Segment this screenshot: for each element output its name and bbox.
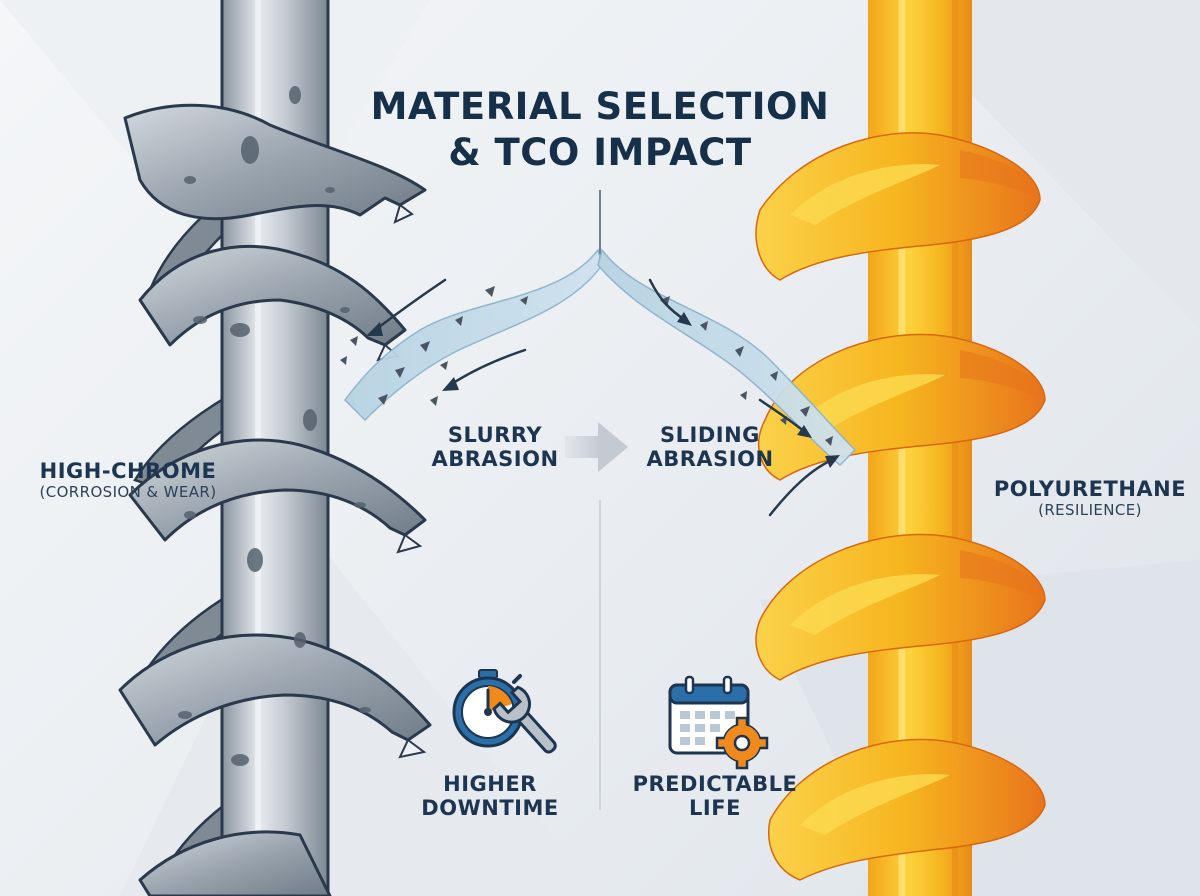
higher-downtime-line-1: HIGHER — [443, 772, 537, 796]
stopwatch-wrench-icon — [452, 669, 557, 754]
slurry-streams — [340, 248, 857, 517]
slurry-abrasion-line-2: ABRASION — [431, 446, 559, 471]
title-line-2: & TCO IMPACT — [448, 130, 752, 174]
slurry-abrasion-label: SLURRY ABRASION — [425, 423, 565, 471]
right-material-label: POLYURETHANE (RESILIENCE) — [990, 477, 1190, 519]
predictable-life-line-1: PREDICTABLE — [632, 772, 798, 796]
left-material-name: HIGH-CHROME — [39, 459, 217, 483]
slurry-stream-left — [344, 248, 603, 422]
calendar-gear-icon — [668, 675, 769, 770]
predictable-life-line-2: LIFE — [689, 795, 741, 820]
sliding-abrasion-line-2: ABRASION — [646, 446, 774, 471]
sliding-abrasion-line-1: SLIDING — [660, 423, 760, 447]
transition-arrow — [565, 422, 628, 472]
left-material-property: (CORROSION & WEAR) — [39, 482, 217, 501]
high-chrome-auger — [118, 0, 432, 896]
corrosion-pits — [178, 86, 371, 766]
slurry-stream-right — [597, 248, 857, 467]
sliding-abrasion-label: SLIDING ABRASION — [640, 423, 780, 471]
right-material-property: (RESILIENCE) — [1038, 500, 1142, 519]
polyurethane-auger — [755, 0, 1046, 896]
higher-downtime-label: HIGHER DOWNTIME — [420, 772, 560, 820]
predictable-life-label: PREDICTABLE LIFE — [630, 772, 800, 820]
left-material-label: HIGH-CHROME (CORROSION & WEAR) — [18, 459, 238, 501]
title-line-1: MATERIAL SELECTION — [370, 85, 830, 128]
abrasive-particles — [340, 286, 833, 446]
higher-downtime-line-2: DOWNTIME — [421, 795, 559, 820]
slurry-abrasion-line-1: SLURRY — [447, 423, 543, 447]
page-title: MATERIAL SELECTION & TCO IMPACT — [330, 84, 870, 176]
right-material-name: POLYURETHANE — [993, 477, 1187, 501]
